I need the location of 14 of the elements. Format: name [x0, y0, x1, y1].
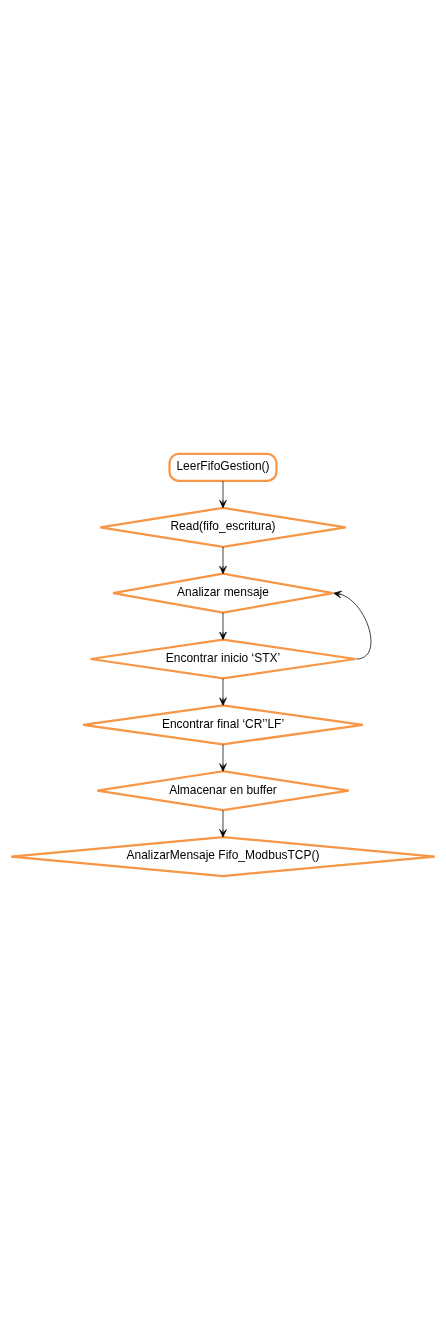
- node-box: LeerFifoGestion(): [168, 452, 278, 483]
- arrow: [219, 744, 227, 772]
- node-diamond: Read(fifo_escritura): [99, 506, 347, 548]
- arrow: [333, 590, 372, 660]
- arrow: [219, 810, 227, 838]
- arrow: [219, 480, 227, 509]
- node-diamond: Encontrar final ‘CR’’LF’: [81, 704, 365, 746]
- node-diamond: Analizar mensaje: [111, 572, 335, 614]
- arrow: [219, 612, 227, 640]
- node-diamond: Encontrar inicio ‘STX’: [89, 638, 357, 680]
- node-diamond: Almacenar en buffer: [96, 770, 350, 812]
- node-diamond: AnalizarMensaje Fifo_ModbusTCP(): [10, 835, 436, 878]
- arrow: [219, 678, 227, 706]
- arrow: [219, 546, 227, 574]
